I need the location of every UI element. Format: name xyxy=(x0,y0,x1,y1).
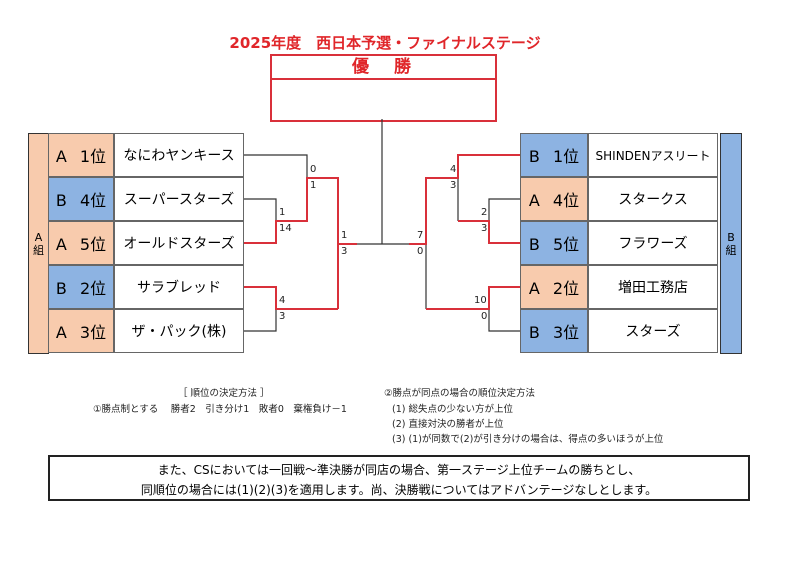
team-name: SHINDENアスリート xyxy=(588,133,718,177)
rank-cell: B 5位 xyxy=(520,221,588,265)
win-line xyxy=(243,177,339,309)
group-a-label: A 組 xyxy=(28,133,49,354)
score: 1 xyxy=(341,230,348,241)
team-name: フラワーズ xyxy=(588,221,718,265)
team-row: B 2位サラブレッド xyxy=(48,265,244,309)
team-row: B 4位スーパースターズ xyxy=(48,177,244,221)
score: 4 xyxy=(279,295,286,306)
win-line xyxy=(243,286,338,310)
rank-cell: B 2位 xyxy=(48,265,114,309)
bracket-line xyxy=(488,198,520,221)
team-name: スタークス xyxy=(588,177,718,221)
team-row: A 4位スタークス xyxy=(520,177,718,221)
team-name: スターズ xyxy=(588,309,718,353)
footer-line-1: また、CSにおいては一回戦～準決勝が同店の場合、第一ステージ上位チームの勝ちとし… xyxy=(157,463,641,477)
tie-rule-3: (3) (1)が同数で(2)が引き分けの場合は、得点の多いほうが上位 xyxy=(392,434,664,445)
team-row: B 3位スターズ xyxy=(520,309,718,353)
bracket-line xyxy=(243,309,277,332)
win-line xyxy=(426,286,520,310)
tie-heading: ②勝点が同点の場合の順位決定方法 xyxy=(384,388,536,399)
score: 4 xyxy=(450,164,457,175)
team-name: スーパースターズ xyxy=(114,177,244,221)
team-row: A 3位ザ・パック(株) xyxy=(48,309,244,353)
score: 0 xyxy=(310,164,317,175)
rank-cell: A 2位 xyxy=(520,265,588,309)
score: 3 xyxy=(279,311,286,322)
score: 1 xyxy=(279,207,286,218)
rank-cell: B 4位 xyxy=(48,177,114,221)
rank-cell: A 3位 xyxy=(48,309,114,353)
team-name: なにわヤンキース xyxy=(114,133,244,177)
page-title: 2025年度 西日本予選・ファイナルステージ xyxy=(229,34,541,52)
team-name: オールドスターズ xyxy=(114,221,244,265)
score: 3 xyxy=(450,180,457,191)
rank-cell: A 1位 xyxy=(48,133,114,177)
group-b-label: B 組 xyxy=(720,133,742,354)
score: 3 xyxy=(481,223,488,234)
rank-cell: B 3位 xyxy=(520,309,588,353)
team-row: A 5位オールドスターズ xyxy=(48,221,244,265)
footer-note: また、CSにおいては一回戦～準決勝が同店の場合、第一ステージ上位チームの勝ちとし… xyxy=(48,455,750,501)
rank-cell: A 4位 xyxy=(520,177,588,221)
bracket-line xyxy=(243,198,277,221)
team-row: B 5位フラワーズ xyxy=(520,221,718,265)
score: 2 xyxy=(481,207,488,218)
team-name: 増田工務店 xyxy=(588,265,718,309)
score: 0 xyxy=(481,311,488,322)
score: 14 xyxy=(279,223,292,234)
rule-1: ①勝点制とする 勝者2 引き分け1 敗者0 棄権負け－1 xyxy=(93,404,347,415)
tie-rule-2: (2) 直接対決の勝者が上位 xyxy=(392,419,504,430)
team-row: A 1位なにわヤンキース xyxy=(48,133,244,177)
bracket-line xyxy=(243,154,308,178)
ranking-heading: ［ 順位の決定方法 ］ xyxy=(178,388,270,399)
score: 1 xyxy=(310,180,317,191)
footer-line-2: 同順位の場合には(1)(2)(3)を適用します。尚、決勝戦についてはアドバンテー… xyxy=(140,483,658,497)
rank-cell: A 5位 xyxy=(48,221,114,265)
win-line xyxy=(458,220,520,244)
tie-rule-1: (1) 総失点の少ない方が上位 xyxy=(392,404,513,415)
winner-box: 優 勝 xyxy=(270,54,497,122)
winner-label: 優 勝 xyxy=(272,56,495,80)
rank-cell: B 1位 xyxy=(520,133,588,177)
score: 10 xyxy=(474,295,487,306)
win-line xyxy=(409,154,520,245)
team-row: A 2位増田工務店 xyxy=(520,265,718,309)
team-name: ザ・パック(株) xyxy=(114,309,244,353)
score: 3 xyxy=(341,246,348,257)
score: 7 xyxy=(417,230,424,241)
score: 0 xyxy=(417,246,424,257)
bracket-line xyxy=(488,309,520,332)
team-name: サラブレッド xyxy=(114,265,244,309)
